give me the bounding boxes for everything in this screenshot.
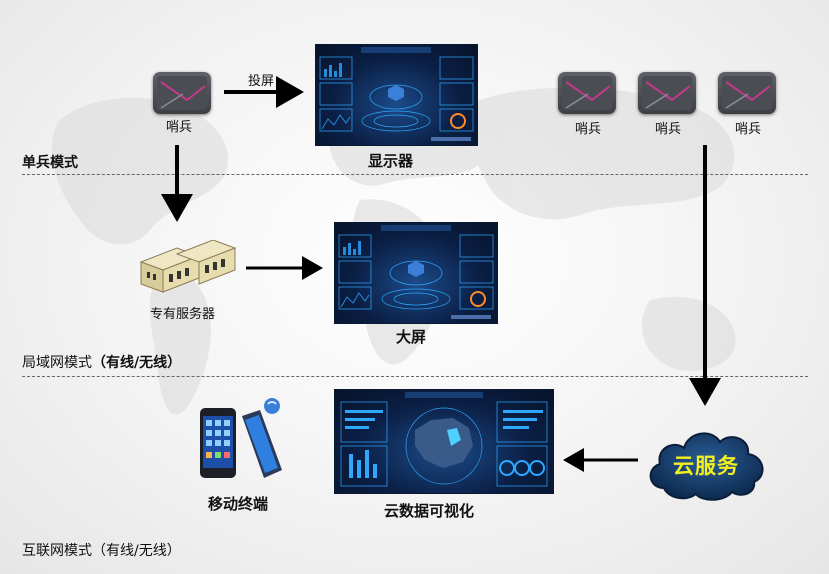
mode-internet-paren: （有线/无线） <box>92 543 181 559</box>
sentry-device-3 <box>718 72 776 114</box>
cloud-visualization-label: 云数据可视化 <box>384 502 475 520</box>
server-label: 专有服务器 <box>150 307 216 322</box>
projection-label: 投屏 <box>248 74 275 89</box>
server-cluster-icon <box>139 240 237 293</box>
divider-single-mode <box>22 174 808 175</box>
dashboard-thumbnail <box>338 225 494 319</box>
sentry-device-2 <box>638 72 696 114</box>
sentry-label-single: 哨兵 <box>166 120 193 135</box>
sentry-label-1: 哨兵 <box>575 122 602 137</box>
cloud-service-icon <box>649 432 764 501</box>
mode-lan-paren: （有线/无线） <box>92 355 182 371</box>
mobile-label: 移动终端 <box>208 495 269 513</box>
sentry-device-1 <box>558 72 616 114</box>
mode-lan-name: 局域网模式 <box>22 355 92 371</box>
cloud-service-label: 云服务 <box>673 454 739 478</box>
sentry-label-2: 哨兵 <box>655 122 682 137</box>
sentry-device-icon <box>562 76 612 110</box>
mode-internet-name: 互联网模式 <box>22 543 92 559</box>
display-label: 显示器 <box>368 152 414 170</box>
sentry-device-icon <box>722 76 772 110</box>
cloud-visualization-screen <box>334 389 554 494</box>
visualization-thumbnail <box>340 392 548 487</box>
sentry-device-single <box>153 72 211 114</box>
display-screen <box>315 44 478 146</box>
sentry-device-icon <box>642 76 692 110</box>
mobile-phones-icon <box>200 398 282 478</box>
mode-single: 单兵模式 <box>22 155 78 171</box>
bigscreen-label: 大屏 <box>396 328 427 346</box>
sentry-label-3: 哨兵 <box>735 122 762 137</box>
big-screen <box>334 222 498 324</box>
dashboard-thumbnail <box>319 47 474 141</box>
mode-lan: 局域网模式（有线/无线） <box>22 352 181 372</box>
mode-internet: 互联网模式（有线/无线） <box>22 540 181 560</box>
divider-lan-mode <box>22 376 808 377</box>
sentry-device-icon <box>157 76 207 110</box>
